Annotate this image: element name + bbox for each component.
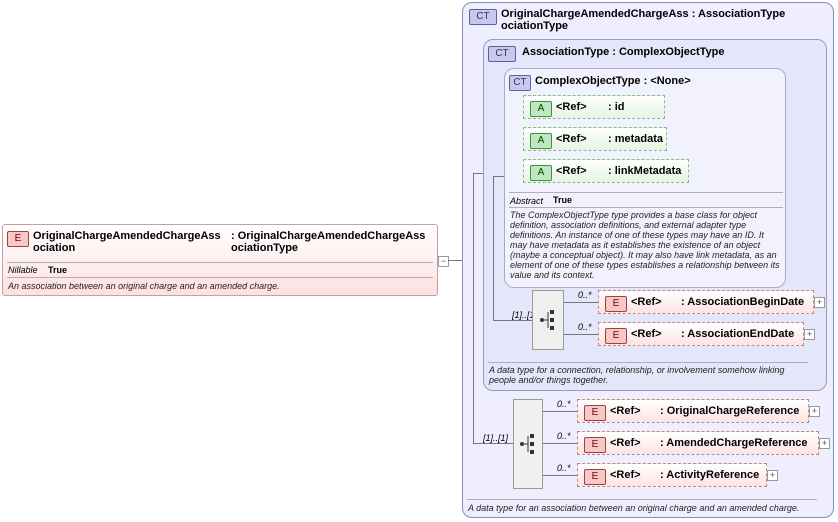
element-association-begin-date[interactable]: E <Ref> : AssociationBeginDate bbox=[598, 290, 814, 314]
element-amended-charge-reference[interactable]: E <Ref> : AmendedChargeReference bbox=[577, 431, 819, 455]
element-multiplicity: 0..* bbox=[557, 399, 571, 409]
attribute-badge: A bbox=[530, 165, 552, 181]
element-badge: E bbox=[605, 296, 627, 312]
connector bbox=[473, 443, 513, 444]
connector bbox=[473, 173, 474, 443]
expand-toggle[interactable]: + bbox=[809, 406, 820, 417]
sequence-compositor[interactable] bbox=[513, 399, 543, 489]
outer-complex-type-box[interactable]: CT OriginalChargeAmendedChargeAss : Asso… bbox=[462, 2, 834, 518]
expand-toggle[interactable]: + bbox=[814, 297, 825, 308]
sequence-compositor[interactable] bbox=[532, 290, 564, 350]
element-multiplicity: 0..* bbox=[557, 431, 571, 441]
outer-type-name: OriginalChargeAmendedChargeAss : Associa… bbox=[501, 8, 831, 32]
element-ref: <Ref> bbox=[610, 469, 641, 481]
association-type-name: AssociationType : ComplexObjectType bbox=[522, 46, 725, 58]
connector bbox=[564, 334, 598, 335]
outer-type-name-line1: OriginalChargeAmendedChargeAss : Associa… bbox=[501, 8, 786, 20]
attribute-linkmetadata[interactable]: A <Ref> : linkMetadata bbox=[523, 159, 689, 183]
expand-toggle[interactable]: + bbox=[819, 438, 830, 449]
root-element-box[interactable]: E OriginalChargeAmendedChargeAss ociatio… bbox=[2, 224, 438, 296]
complex-type-badge: CT bbox=[509, 75, 531, 91]
attribute-ref: <Ref> bbox=[556, 101, 587, 113]
divider bbox=[488, 362, 808, 363]
element-ref: <Ref> bbox=[631, 328, 662, 340]
association-type-box[interactable]: CT AssociationType : ComplexObjectType C… bbox=[483, 39, 827, 391]
connector bbox=[493, 176, 494, 320]
connector bbox=[564, 302, 598, 303]
attribute-name: : id bbox=[608, 101, 625, 113]
attribute-badge: A bbox=[530, 133, 552, 149]
element-association-end-date[interactable]: E <Ref> : AssociationEndDate bbox=[598, 322, 804, 346]
connector bbox=[543, 475, 577, 476]
connector bbox=[448, 260, 462, 261]
sequence-multiplicity: [1]..[1] bbox=[483, 433, 509, 443]
element-activity-reference[interactable]: E <Ref> : ActivityReference bbox=[577, 463, 767, 487]
complex-object-type-name: ComplexObjectType : <None> bbox=[535, 75, 691, 87]
element-multiplicity: 0..* bbox=[578, 290, 592, 300]
expand-toggle[interactable]: + bbox=[804, 329, 815, 340]
element-original-charge-reference[interactable]: E <Ref> : OriginalChargeReference bbox=[577, 399, 809, 423]
connector bbox=[493, 176, 504, 177]
complex-object-type-doc: The ComplexObjectType type provides a ba… bbox=[510, 210, 780, 280]
element-name: : AssociationBeginDate bbox=[681, 296, 805, 308]
expand-toggle[interactable]: + bbox=[767, 470, 778, 481]
element-badge: E bbox=[584, 437, 606, 453]
complex-object-type-box[interactable]: CT ComplexObjectType : <None> A <Ref> : … bbox=[504, 68, 786, 288]
divider bbox=[7, 277, 433, 278]
element-badge: E bbox=[605, 328, 627, 344]
element-multiplicity: 0..* bbox=[578, 322, 592, 332]
outer-type-name-line2: ociationType bbox=[501, 20, 569, 32]
sequence-icon bbox=[540, 310, 554, 330]
element-name: : AmendedChargeReference bbox=[660, 437, 808, 449]
divider bbox=[509, 192, 783, 193]
complex-type-badge: CT bbox=[469, 9, 497, 25]
divider bbox=[467, 499, 817, 500]
attribute-badge: A bbox=[530, 101, 552, 117]
root-type-line1: : OriginalChargeAmendedChargeAss bbox=[231, 230, 426, 242]
abstract-value: True bbox=[553, 195, 573, 205]
abstract-label: Abstract bbox=[510, 196, 544, 206]
attribute-ref: <Ref> bbox=[556, 133, 587, 145]
sequence-multiplicity: [1]..[1] bbox=[512, 310, 538, 320]
element-badge: E bbox=[584, 405, 606, 421]
outer-type-doc: A data type for an association between a… bbox=[468, 503, 800, 513]
association-type-doc: A data type for a connection, relationsh… bbox=[489, 365, 785, 385]
collapse-toggle[interactable]: − bbox=[438, 256, 449, 267]
attribute-id[interactable]: A <Ref> : id bbox=[523, 95, 665, 119]
element-ref: <Ref> bbox=[610, 405, 641, 417]
root-name-line2: ociation bbox=[33, 242, 76, 254]
root-name-line1: OriginalChargeAmendedChargeAss bbox=[33, 230, 221, 242]
element-ref: <Ref> bbox=[610, 437, 641, 449]
attribute-name: : metadata bbox=[608, 133, 664, 145]
complex-type-badge: CT bbox=[488, 46, 516, 62]
attribute-name: : linkMetadata bbox=[608, 165, 682, 177]
divider bbox=[509, 207, 783, 208]
nillable-value: True bbox=[48, 265, 68, 275]
connector bbox=[473, 173, 483, 174]
attribute-ref: <Ref> bbox=[556, 165, 587, 177]
sequence-icon bbox=[520, 434, 534, 454]
element-ref: <Ref> bbox=[631, 296, 662, 308]
root-element-name: OriginalChargeAmendedChargeAss ociation bbox=[33, 230, 233, 254]
connector bbox=[543, 411, 577, 412]
element-name: : OriginalChargeReference bbox=[660, 405, 800, 417]
element-name: : AssociationEndDate bbox=[681, 328, 795, 340]
divider bbox=[7, 262, 433, 263]
attribute-metadata[interactable]: A <Ref> : metadata bbox=[523, 127, 667, 151]
root-element-type: : OriginalChargeAmendedChargeAss ociatio… bbox=[231, 230, 436, 254]
connector bbox=[543, 443, 577, 444]
element-name: : ActivityReference bbox=[660, 469, 760, 481]
connector bbox=[493, 320, 532, 321]
root-type-line2: ociationType bbox=[231, 242, 299, 254]
element-badge: E bbox=[7, 231, 29, 247]
element-multiplicity: 0..* bbox=[557, 463, 571, 473]
element-badge: E bbox=[584, 469, 606, 485]
nillable-label: Nillable bbox=[8, 265, 38, 275]
root-doc: An association between an original charg… bbox=[8, 281, 280, 291]
